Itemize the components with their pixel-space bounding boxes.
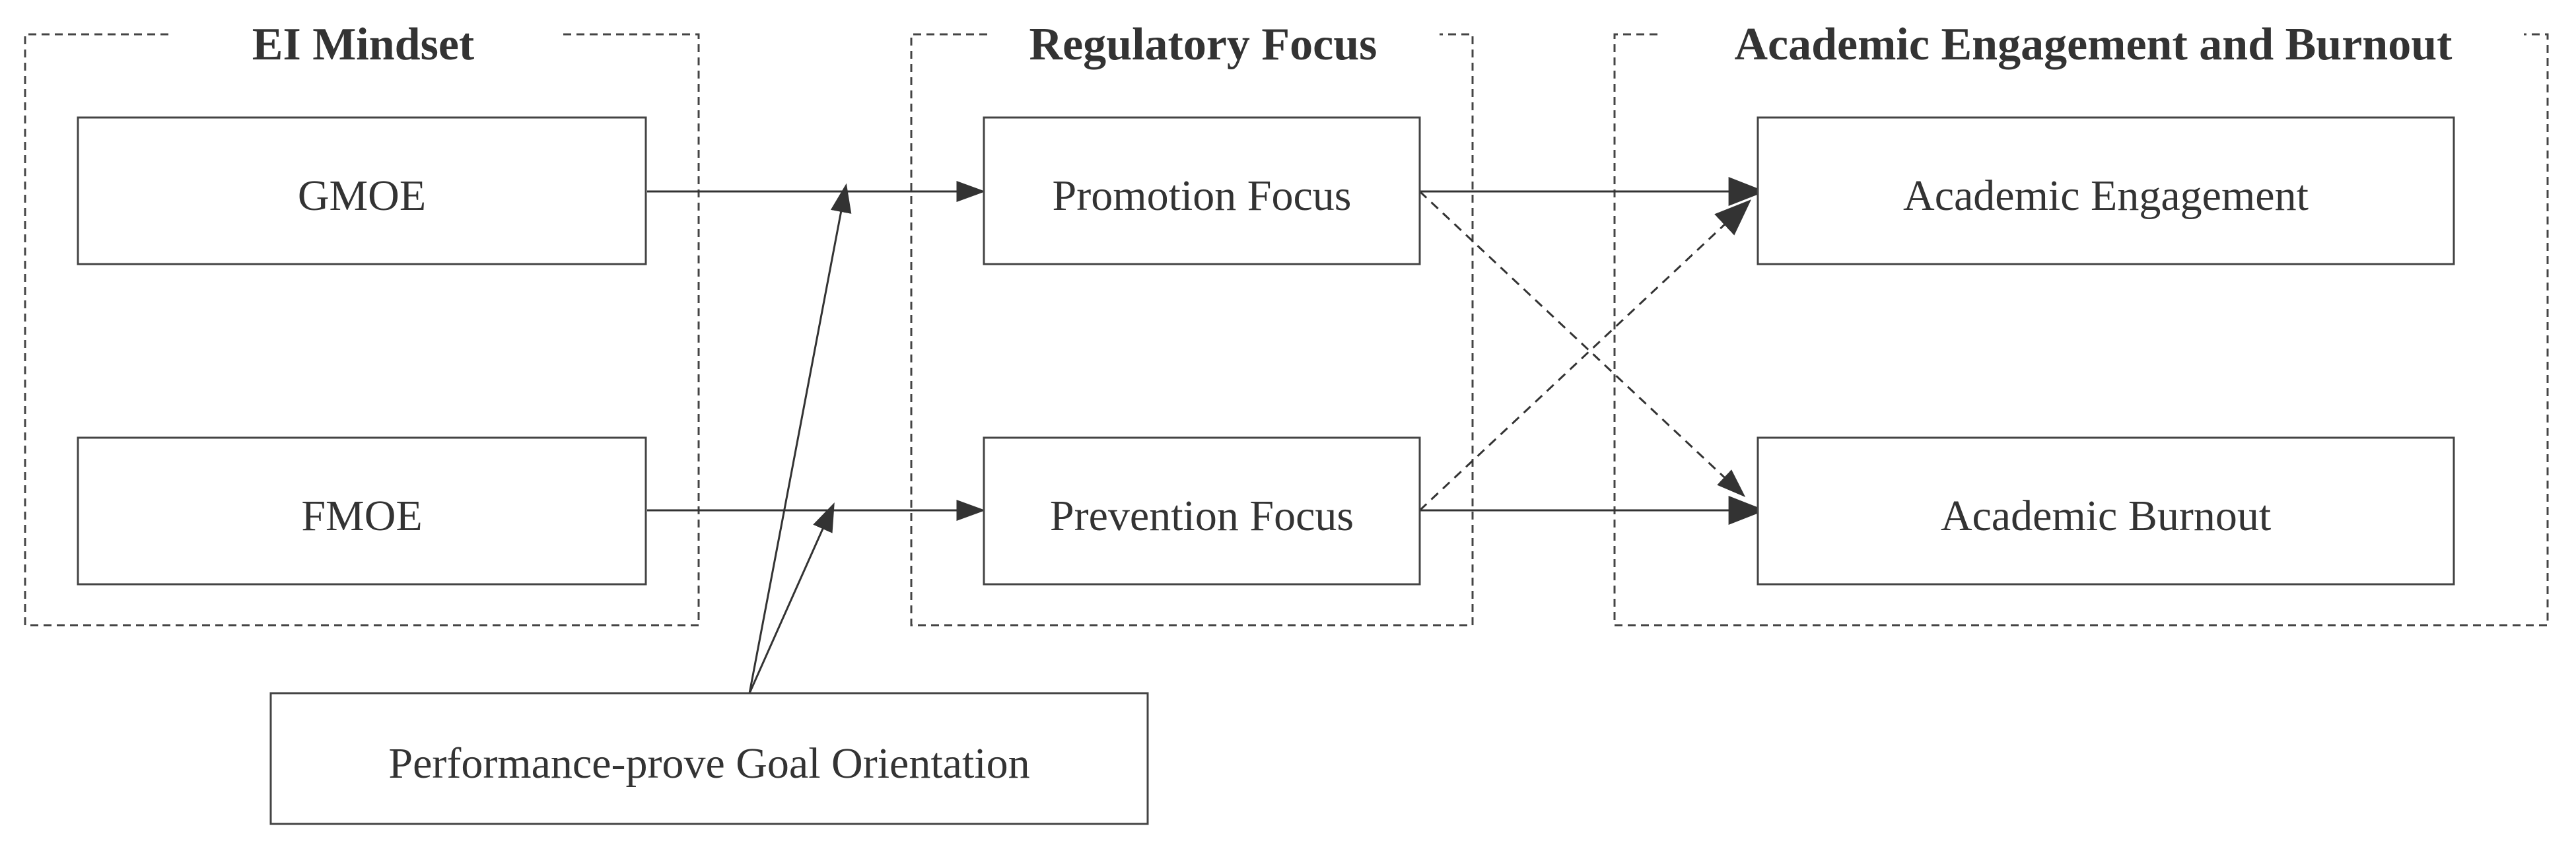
node-gmoe: GMOE <box>77 116 647 265</box>
node-academic-engagement-label: Academic Engagement <box>1903 172 2309 220</box>
group-regulatory-focus-border <box>910 33 1474 627</box>
group-engagement-burnout-border <box>1613 33 2549 627</box>
node-academic-engagement-box <box>1757 116 2455 265</box>
node-prevention-focus-label: Prevention Focus <box>1050 492 1354 540</box>
node-academic-engagement: Academic Engagement <box>1757 116 2455 265</box>
node-fmoe-label: FMOE <box>301 492 422 540</box>
group-ei-mindset-border <box>24 33 700 627</box>
node-fmoe: FMOE <box>77 436 647 586</box>
edge-moderation-to-fmoe-path <box>748 502 835 694</box>
node-gmoe-label: GMOE <box>298 172 426 220</box>
node-prevention-focus-box <box>983 436 1421 586</box>
node-promotion-focus: Promotion Focus <box>983 116 1421 265</box>
node-academic-burnout-label: Academic Burnout <box>1941 492 2271 540</box>
node-prevention-focus: Prevention Focus <box>983 436 1421 586</box>
node-promotion-focus-label: Promotion Focus <box>1053 172 1352 220</box>
group-ei-mindset-title: EI Mindset <box>252 19 474 70</box>
node-goal-orientation-box <box>269 692 1149 825</box>
group-engagement-burnout-title: Academic Engagement and Burnout <box>1735 19 2453 70</box>
edge-moderation-to-gmoe-path <box>748 183 852 694</box>
group-regulatory-focus-title: Regulatory Focus <box>1029 19 1377 70</box>
node-goal-orientation: Performance-prove Goal Orientation <box>269 692 1149 825</box>
node-academic-burnout-box <box>1757 436 2455 586</box>
group-regulatory-focus: Regulatory Focus <box>910 19 1474 627</box>
node-academic-burnout: Academic Burnout <box>1757 436 2455 586</box>
node-goal-orientation-label: Performance-prove Goal Orientation <box>388 739 1029 788</box>
edge-prevention-to-engagement <box>1418 199 1752 512</box>
group-ei-mindset: EI Mindset <box>24 19 700 627</box>
node-promotion-focus-box <box>983 116 1421 265</box>
edge-promotion-to-burnout <box>1418 190 1746 498</box>
group-engagement-burnout: Academic Engagement and Burnout <box>1613 19 2549 627</box>
node-fmoe-box <box>77 436 647 586</box>
edges <box>647 177 1766 694</box>
node-gmoe-box <box>77 116 647 265</box>
